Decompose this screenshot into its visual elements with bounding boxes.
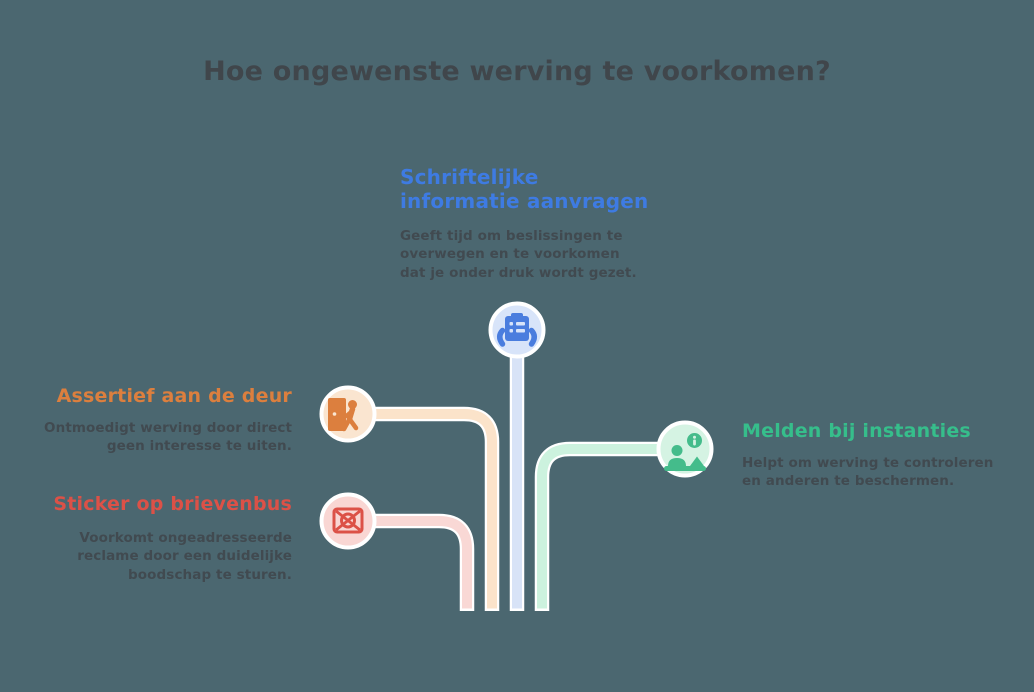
- description-line: Ontmoedigt werving door direct: [44, 420, 292, 436]
- hands-holding-document-icon: [497, 313, 537, 347]
- heading-line: informatie aanvragen: [400, 189, 649, 213]
- description-line: en anderen te beschermen.: [742, 473, 955, 490]
- mailbox-sticker-description: Voorkomt ongeadresseerde reclame door ee…: [30, 529, 292, 584]
- description-line: overwegen en te voorkomen: [400, 246, 620, 263]
- person-leaving-door-icon: [328, 398, 359, 432]
- description-line: dat je onder druk wordt gezet.: [400, 264, 637, 281]
- no-junk-mail-envelope-icon: [332, 507, 364, 534]
- description-line: reclame door een duidelijke: [77, 548, 292, 565]
- assertive-door-block: Assertief aan de deur Ontmoedigt werving…: [30, 386, 292, 456]
- mailbox-sticker-block: Sticker op brievenbus Voorkomt ongeadres…: [30, 494, 292, 584]
- description-line: Helpt om werving te controleren: [742, 455, 994, 471]
- page-title: Hoe ongewenste werving te voorkomen?: [203, 56, 831, 87]
- description-line: boodschap te sturen.: [128, 566, 292, 583]
- line-report-authorities: [537, 444, 685, 609]
- written-info-block: Schriftelijke informatie aanvragen Geeft…: [400, 165, 660, 282]
- report-authorities-node: [656, 420, 714, 478]
- mailbox-sticker-node: [319, 492, 377, 550]
- assertive-door-heading: Assertief aan de deur: [56, 385, 292, 407]
- report-authorities-block: Melden bij instanties Helpt om werving t…: [742, 421, 1012, 491]
- report-info-desk-icon: [664, 433, 706, 471]
- written-info-heading: Schriftelijke informatie aanvragen: [400, 165, 660, 213]
- description-line: Voorkomt ongeadresseerde: [79, 530, 292, 546]
- mailbox-sticker-heading: Sticker op brievenbus: [53, 493, 292, 515]
- line-mailbox-sticker: [348, 516, 472, 609]
- description-line: geen interesse te uiten.: [106, 438, 292, 455]
- assertive-door-node: [319, 385, 377, 443]
- written-info-node: [488, 301, 546, 359]
- report-authorities-heading: Melden bij instanties: [742, 420, 971, 442]
- line-assertive-door: [348, 409, 497, 609]
- connector-lines: [348, 330, 685, 611]
- report-authorities-description: Helpt om werving te controleren en ander…: [742, 454, 1012, 491]
- written-info-description: Geeft tijd om beslissingen te overwegen …: [400, 227, 660, 282]
- description-line: Geeft tijd om beslissingen te: [400, 228, 623, 244]
- assertive-door-description: Ontmoedigt werving door direct geen inte…: [30, 419, 292, 456]
- heading-line: Schriftelijke: [400, 165, 539, 189]
